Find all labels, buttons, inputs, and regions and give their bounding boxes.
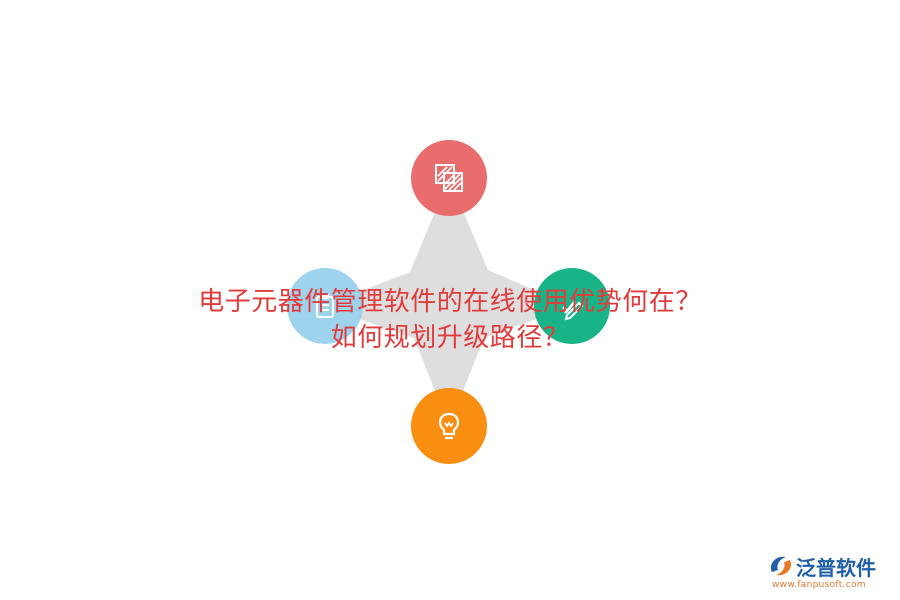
headline: 电子元器件管理软件的在线使用优势何在？ 如何规划升级路径？ <box>0 284 900 356</box>
brand-url: www.fanpusoft.com <box>772 580 866 590</box>
node-right <box>534 268 610 344</box>
headline-line-2: 如何规划升级路径？ <box>330 323 570 353</box>
edit-check-icon <box>562 300 584 321</box>
headline-line-1: 电子元器件管理软件的在线使用优势何在？ <box>198 287 702 317</box>
brand-swirl-icon <box>770 556 792 576</box>
brand-name: 泛普软件 <box>796 556 876 580</box>
node-bottom <box>411 388 487 464</box>
node-top <box>411 140 487 216</box>
clipboard-icon <box>316 294 334 318</box>
lightbulb-icon <box>438 412 460 440</box>
layers-icon <box>435 164 463 192</box>
brand-logo: 泛普软件 www.fanpusoft.com <box>766 552 894 594</box>
node-left <box>287 268 363 344</box>
